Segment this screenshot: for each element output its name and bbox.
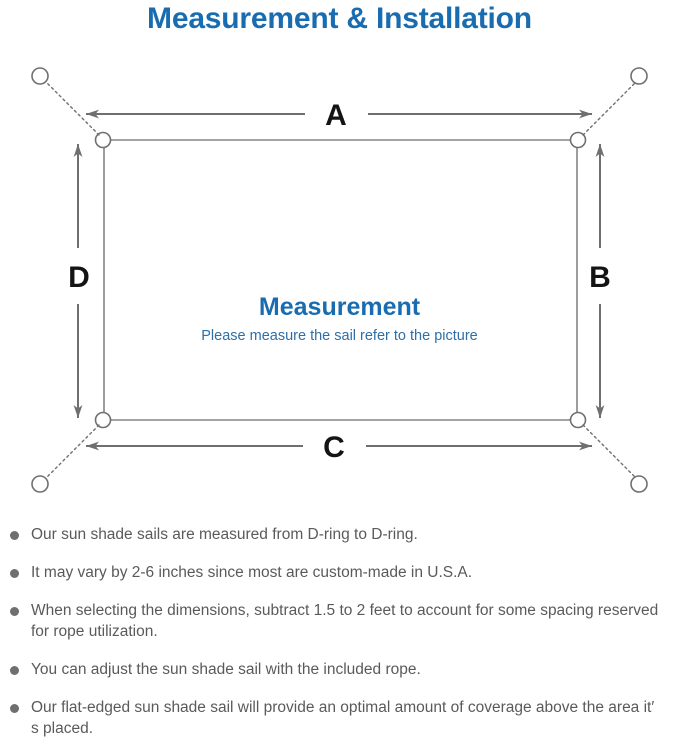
bullet-icon [10,607,19,616]
rope-bottom-left [43,424,100,481]
list-item: Our sun shade sails are measured from D-… [0,524,679,545]
bullet-icon [10,666,19,675]
page-title: Measurement & Installation [147,2,532,35]
note-text: You can adjust the sun shade sail with t… [31,661,421,678]
note-text: It may vary by 2-6 inches since most are… [31,564,473,581]
dimension-label-a: A [325,99,347,132]
note-text: Our sun shade sails are measured from D-… [31,526,418,543]
note-text: Our flat-edged sun shade sail will provi… [31,699,655,737]
bullet-icon [10,531,19,540]
bullet-icon [10,569,19,578]
dimension-label-c: C [323,431,345,464]
dimension-label-b: B [589,261,611,294]
bullet-icon [10,704,19,713]
list-item: Our flat-edged sun shade sail will provi… [0,697,679,739]
d-ring-bottom-right [569,411,587,429]
sail-shape [103,139,578,421]
anchor-top-left [31,67,49,85]
notes-list: Our sun shade sails are measured from D-… [0,524,679,756]
anchor-top-right [630,67,648,85]
list-item: When selecting the dimensions, subtract … [0,600,679,642]
diagram-svg: A B C D [31,67,648,493]
rope-bottom-right [582,424,639,481]
dimension-label-d: D [68,261,90,294]
d-ring-bottom-left [94,411,112,429]
list-item: You can adjust the sun shade sail with t… [0,659,679,680]
measurement-diagram: A B C D Measurement Please measure the s… [0,52,679,522]
rope-top-left [43,79,100,136]
rope-top-right [582,79,639,136]
note-text: When selecting the dimensions, subtract … [31,602,659,640]
d-ring-top-left [94,131,112,149]
d-ring-top-right [569,131,587,149]
list-item: It may vary by 2-6 inches since most are… [0,562,679,583]
anchor-bottom-right [630,475,648,493]
anchor-bottom-left [31,475,49,493]
